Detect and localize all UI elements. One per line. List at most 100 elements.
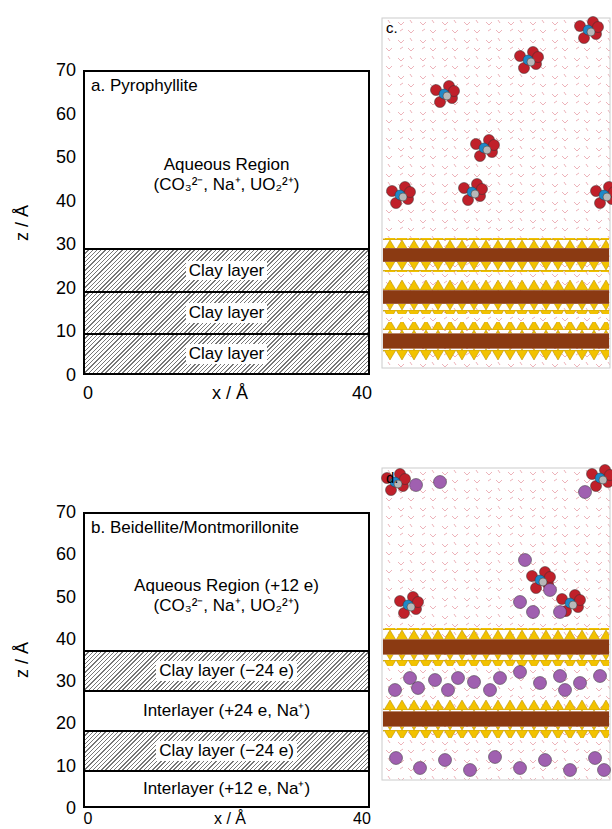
sodium-ion bbox=[598, 764, 611, 777]
tick-label: 30 bbox=[56, 235, 76, 253]
carbon-atom bbox=[399, 193, 407, 201]
tick-label: 40 bbox=[352, 384, 372, 402]
axis-title: z / Å bbox=[13, 204, 31, 240]
region-label: Aqueous Region bbox=[164, 155, 290, 175]
tick-label: 0 bbox=[66, 366, 76, 384]
tick-label: 10 bbox=[56, 322, 76, 340]
tick-label: 60 bbox=[56, 545, 76, 563]
carbon-atom bbox=[407, 603, 415, 611]
sodium-ion bbox=[484, 684, 497, 697]
sodium-ion bbox=[410, 479, 423, 492]
clay-layer: Clay layer bbox=[85, 333, 368, 373]
sodium-ion bbox=[544, 584, 557, 597]
region-label: Clay layer (−24 e) bbox=[156, 661, 297, 681]
sodium-ion bbox=[414, 762, 427, 775]
aqueous-region: Aqueous Region (+12 e)(CO₃²⁻, Na⁺, UO₂²⁺… bbox=[85, 542, 368, 650]
sodium-ion bbox=[534, 677, 547, 690]
tick-label: 10 bbox=[56, 757, 76, 775]
sodium-ion bbox=[389, 684, 402, 697]
sodium-ion bbox=[404, 672, 417, 685]
tick-label: 50 bbox=[56, 148, 76, 166]
text-holder: Aqueous Region(CO₃²⁻, Na⁺, UO₂²⁺) bbox=[85, 102, 368, 248]
carbon-atom bbox=[471, 190, 479, 198]
region-label: Clay layer bbox=[186, 344, 268, 364]
sodium-ion bbox=[429, 674, 442, 687]
octahedral-sheet bbox=[383, 639, 609, 654]
axis-title: z / Å bbox=[13, 642, 31, 678]
text-holder: Clay layer bbox=[85, 293, 368, 333]
tick-label: 60 bbox=[56, 105, 76, 123]
tick-label: 40 bbox=[56, 630, 76, 648]
clay-layer: Clay layer bbox=[85, 291, 368, 333]
tick-label: 0 bbox=[84, 811, 93, 827]
region-label: Clay layer bbox=[186, 261, 268, 281]
carbon-atom bbox=[587, 28, 595, 36]
sodium-ion bbox=[489, 751, 502, 764]
sodium-ion bbox=[559, 684, 572, 697]
tick-label: x / Å bbox=[214, 811, 246, 827]
sodium-ion bbox=[494, 672, 507, 685]
interlayer: Interlayer (+24 e, Na⁺) bbox=[85, 690, 368, 730]
tetrahedral-sheet bbox=[383, 655, 609, 666]
aqueous-region: Aqueous Region(CO₃²⁻, Na⁺, UO₂²⁺) bbox=[85, 102, 368, 248]
carbon-atom bbox=[483, 146, 491, 154]
region-label: Aqueous Region (+12 e) bbox=[134, 576, 319, 596]
octahedral-sheet bbox=[383, 711, 609, 726]
octahedral-sheet bbox=[383, 248, 609, 262]
panel-title: a. Pyrophyllite bbox=[91, 76, 198, 96]
sodium-ion bbox=[439, 754, 452, 767]
sodium-ion bbox=[554, 606, 567, 619]
sodium-ion bbox=[452, 672, 465, 685]
sodium-ion bbox=[579, 486, 592, 499]
text-holder: Interlayer (+12 e, Na⁺) bbox=[85, 772, 368, 806]
sodium-ion bbox=[464, 764, 477, 777]
text-holder: Interlayer (+24 e, Na⁺) bbox=[85, 692, 368, 730]
tetrahedral-sheet bbox=[383, 238, 609, 248]
sodium-ion bbox=[514, 596, 527, 609]
tetrahedral-sheet bbox=[383, 349, 609, 360]
tick-label: 50 bbox=[56, 588, 76, 606]
sodium-ion bbox=[574, 677, 587, 690]
octahedral-sheet bbox=[383, 333, 609, 348]
plot-frame: a. PyrophylliteAqueous Region(CO₃²⁻, Na⁺… bbox=[83, 70, 370, 375]
region-label: Interlayer (+24 e, Na⁺) bbox=[143, 701, 310, 721]
tick-label: 40 bbox=[56, 192, 76, 210]
region-label: Clay layer bbox=[186, 303, 268, 323]
octahedral-sheet bbox=[383, 290, 609, 304]
text-holder: Clay layer bbox=[85, 250, 368, 291]
sodium-ion bbox=[442, 684, 455, 697]
carbon-atom bbox=[443, 92, 451, 100]
clay-layer: Clay layer bbox=[85, 248, 368, 291]
sodium-ion bbox=[539, 754, 552, 767]
tick-label: 40 bbox=[353, 811, 371, 827]
clay-layer: Clay layer (−24 e) bbox=[85, 650, 368, 690]
sodium-ion bbox=[564, 764, 577, 777]
carbon-atom bbox=[527, 58, 535, 66]
sodium-ion bbox=[514, 762, 527, 775]
region-label: Clay layer (−24 e) bbox=[156, 741, 297, 761]
carbon-atom bbox=[599, 476, 607, 484]
tetrahedral-sheet bbox=[383, 322, 609, 333]
text-holder: Clay layer (−24 e) bbox=[85, 732, 368, 770]
region-label: (CO₃²⁻, Na⁺, UO₂²⁺) bbox=[154, 175, 300, 195]
tick-label: 70 bbox=[56, 503, 76, 521]
tetrahedral-sheet bbox=[383, 262, 609, 272]
tick-label: 70 bbox=[56, 61, 76, 79]
sodium-ion bbox=[514, 666, 527, 679]
region-label: Interlayer (+12 e, Na⁺) bbox=[143, 779, 310, 799]
tetrahedral-sheet bbox=[383, 280, 609, 290]
tick-label: 30 bbox=[56, 672, 76, 690]
text-holder: Clay layer bbox=[85, 335, 368, 373]
text-holder: Aqueous Region (+12 e)(CO₃²⁻, Na⁺, UO₂²⁺… bbox=[85, 542, 368, 650]
tick-label: 20 bbox=[56, 279, 76, 297]
sodium-ion bbox=[554, 670, 567, 683]
tick-label: x / Å bbox=[212, 384, 248, 402]
tetrahedral-sheet bbox=[383, 700, 609, 711]
carbon-atom bbox=[569, 601, 577, 609]
sodium-ion bbox=[468, 676, 481, 689]
tick-label: 20 bbox=[56, 714, 76, 732]
sodium-ion bbox=[594, 670, 607, 683]
sodium-ion bbox=[434, 476, 447, 489]
sodium-ion bbox=[519, 554, 532, 567]
sodium-ion bbox=[390, 752, 403, 765]
